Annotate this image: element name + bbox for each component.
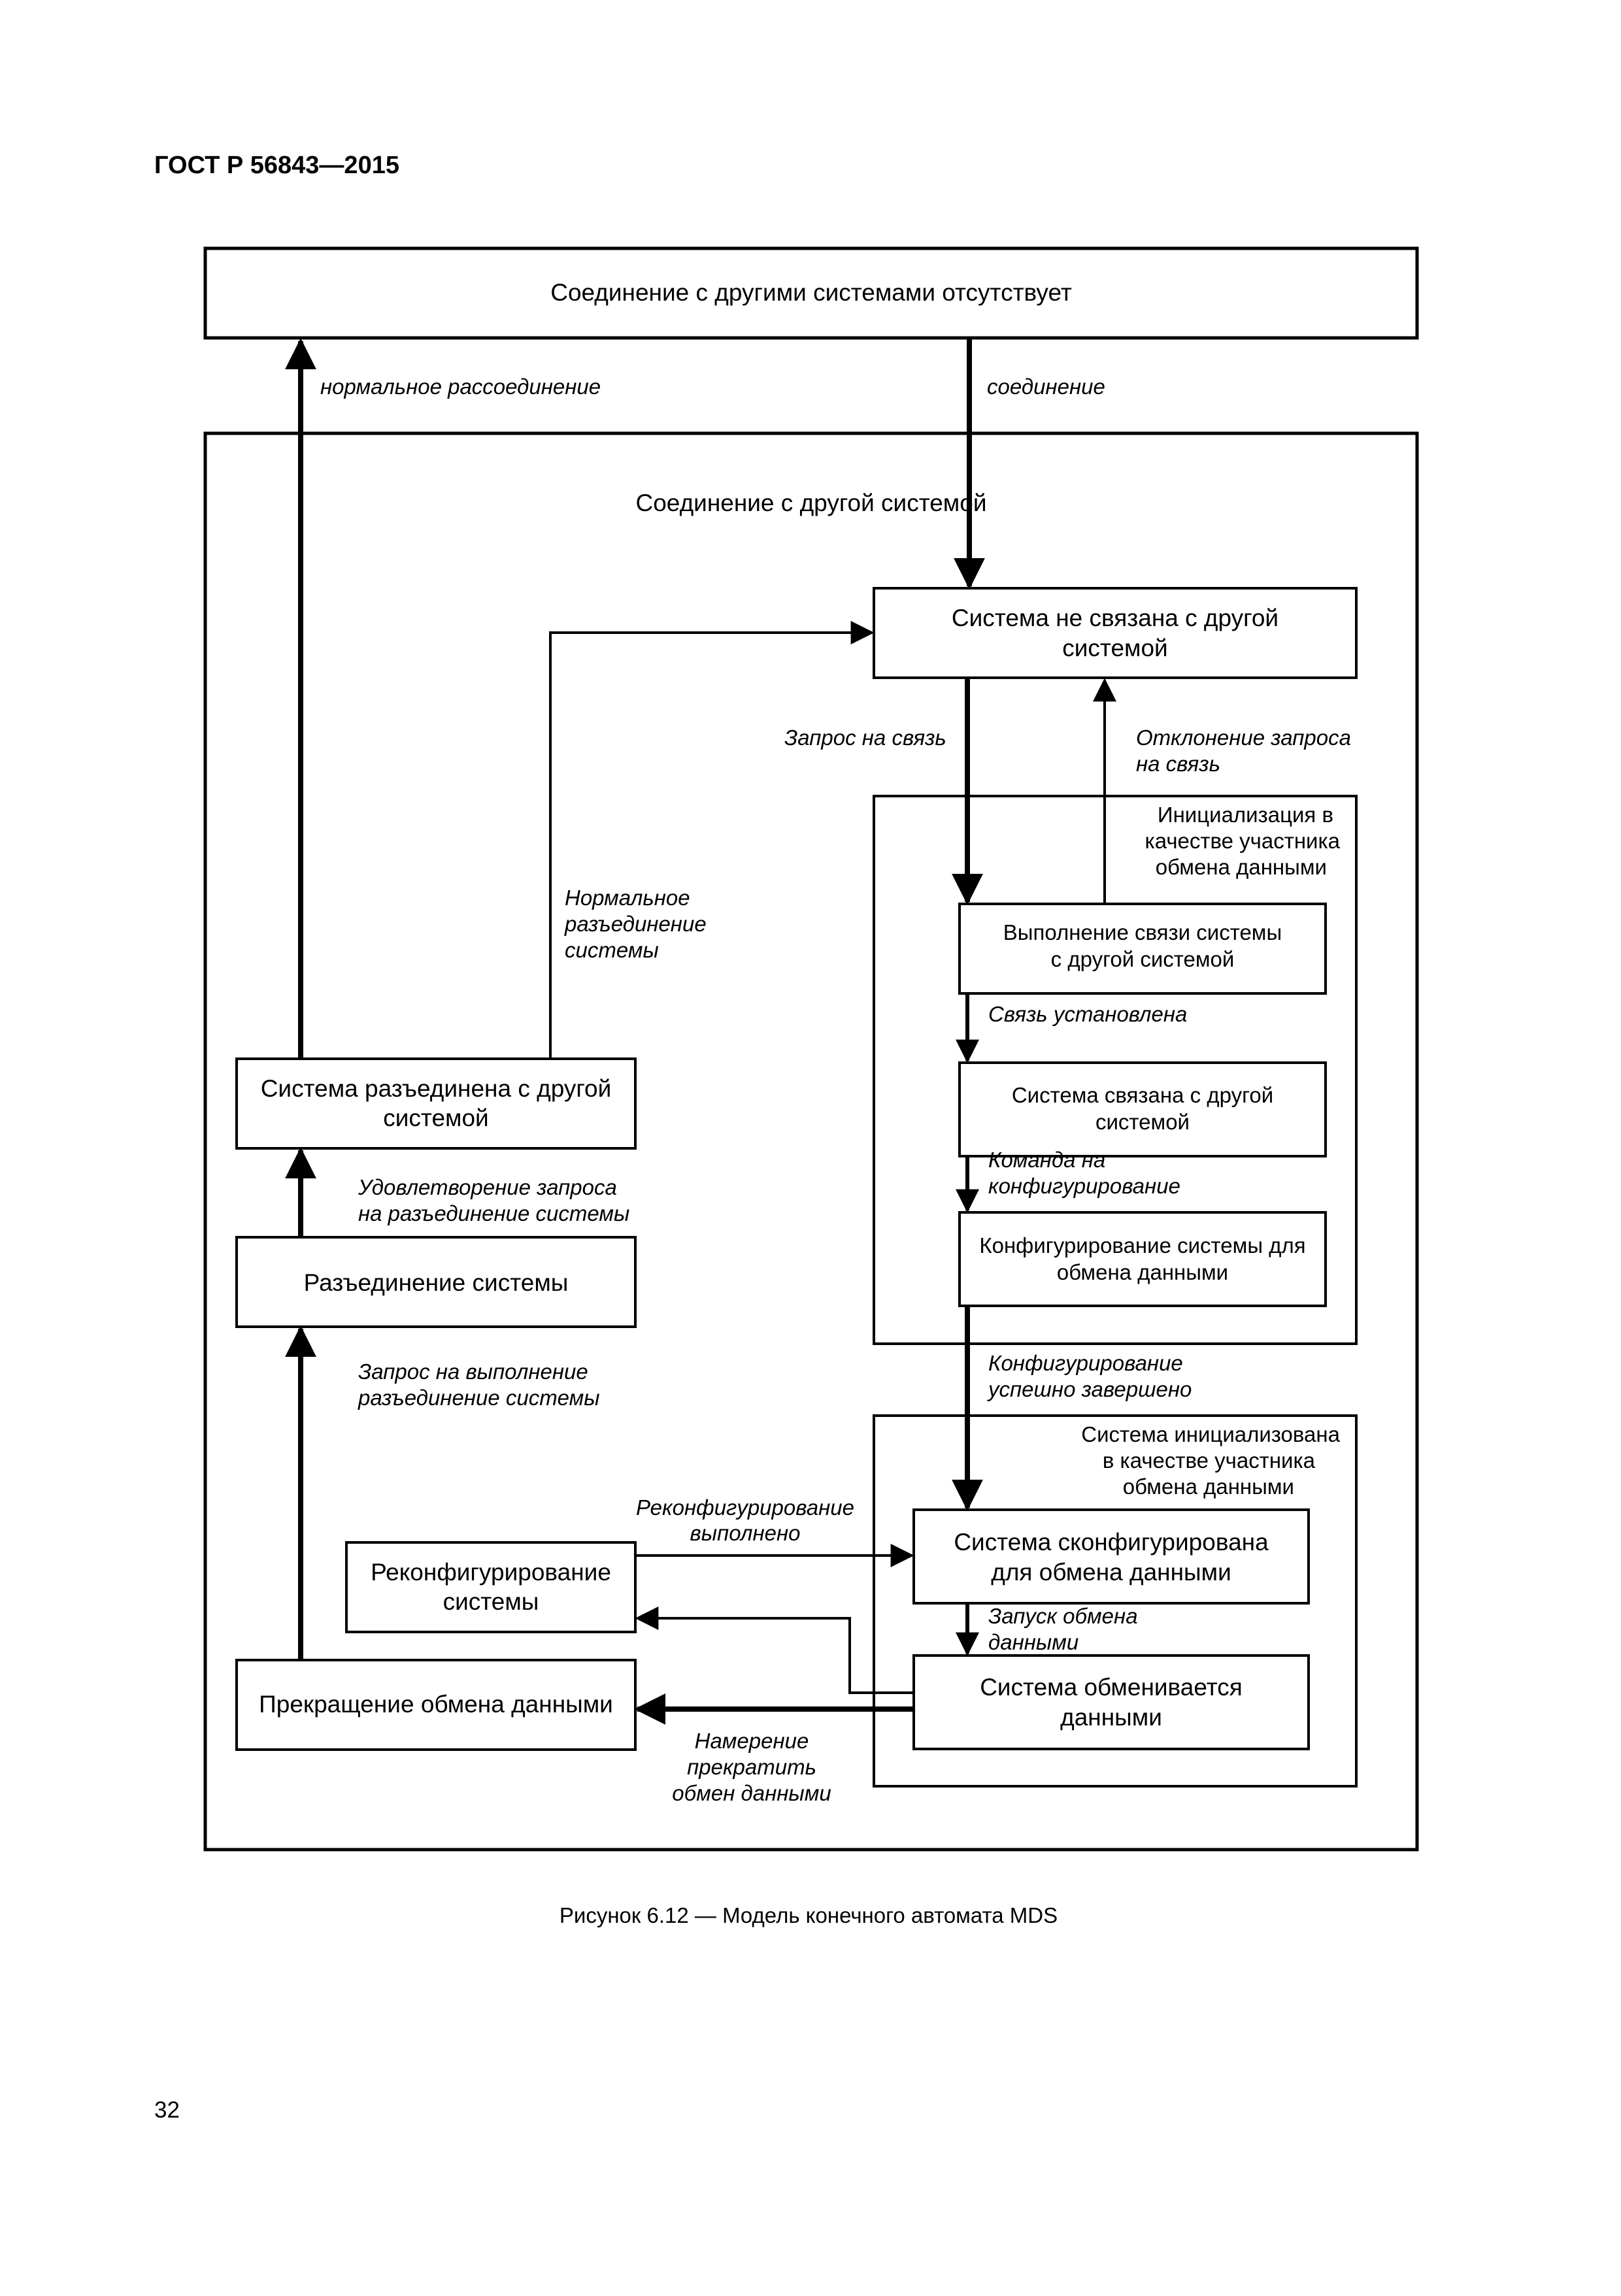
state-not-associated-line2: системой [1062, 635, 1167, 661]
label-connect: соединение [987, 374, 1105, 399]
label-disassoc-granted-1: Удовлетворение запроса [358, 1175, 617, 1199]
group-init-line3: обмена данными [1156, 855, 1327, 879]
label-assoc-established: Связь установлена [988, 1002, 1187, 1026]
group-init-participant: Инициализация в качестве участника обмен… [873, 795, 1358, 1345]
group-initialized-participant: Система инициализована в качестве участн… [873, 1414, 1358, 1788]
label-disassoc-request-2: разъединение системы [358, 1386, 600, 1410]
state-stop-exchange-label: Прекращение обмена данными [259, 1691, 613, 1718]
state-configuring-line2: обмена данными [1057, 1260, 1228, 1284]
group-connected-label: Соединение с другой системой [636, 490, 987, 516]
state-configured-line1: Система сконфигурирована [954, 1529, 1269, 1556]
group-connected: Соединение с другой системой [203, 431, 1419, 1852]
state-not-associated-line1: Система не связана с другой [952, 605, 1278, 631]
state-configuring: Конфигурирование системы для обмена данн… [958, 1211, 1327, 1307]
label-stop-intent-2: прекратить [687, 1755, 816, 1779]
label-config-done-1: Конфигурирование [988, 1351, 1183, 1375]
state-disassociated: Система разъединена с другой системой [235, 1057, 637, 1150]
state-no-connection: Соединение с другими системами отсутству… [203, 246, 1419, 340]
label-reconfig-done-1: Реконфигурирование [636, 1495, 854, 1520]
state-reconfiguring-line1: Реконфигурирование [371, 1559, 611, 1586]
state-associated-line2: системой [1095, 1110, 1190, 1134]
label-stop-intent-1: Намерение [695, 1729, 809, 1753]
state-exchanging: Система обменивается данными [912, 1654, 1310, 1750]
label-normal-disassoc-3: системы [565, 938, 659, 962]
group-init-line2: качестве участника [1145, 829, 1341, 853]
group-initialized-line1: Система инициализована [1081, 1422, 1340, 1446]
state-disassociating: Разъединение системы [235, 1236, 637, 1328]
label-config-done-2: успешно завершено [987, 1377, 1192, 1401]
state-configured: Система сконфигурирована для обмена данн… [912, 1508, 1310, 1605]
state-exchanging-line1: Система обменивается [980, 1674, 1243, 1701]
group-init-line1: Инициализация в [1158, 803, 1333, 827]
group-initialized-line3: обмена данными [1123, 1474, 1294, 1499]
document-id: ГОСТ Р 56843—2015 [154, 152, 399, 179]
arrow-normal-disassociation [549, 621, 875, 1057]
label-reconfig-done-2: выполнено [690, 1521, 801, 1545]
label-exchange-start-2: данными [988, 1630, 1078, 1654]
label-normal-disassoc-1: Нормальное [565, 886, 690, 910]
label-normal-disassoc-2: разъединение [564, 912, 707, 936]
state-associated: Система связана с другой системой [958, 1061, 1327, 1157]
state-configuring-line1: Конфигурирование системы для [979, 1233, 1305, 1257]
state-performing-line1: Выполнение связи системы [1003, 920, 1282, 944]
state-disassociating-label: Разъединение системы [304, 1269, 569, 1296]
group-initialized-line2: в качестве участника [1103, 1448, 1316, 1472]
state-stop-exchange: Прекращение обмена данными [235, 1659, 637, 1751]
arrow-reconfigure [635, 1606, 912, 1694]
label-disassoc-request-1: Запрос на выполнение [358, 1359, 588, 1384]
state-disassociated-line2: системой [383, 1105, 488, 1131]
state-configured-line2: для обмена данными [991, 1559, 1231, 1586]
state-performing-line2: с другой системой [1051, 947, 1235, 971]
state-disassociated-line1: Система разъединена с другой [261, 1075, 612, 1102]
label-config-command-1: Команда на [988, 1148, 1105, 1172]
label-disassoc-granted-2: на разъединение системы [358, 1201, 629, 1225]
label-assoc-reject-2: на связь [1136, 752, 1220, 776]
label-stop-intent-3: обмен данными [672, 1781, 831, 1805]
label-assoc-request: Запрос на связь [784, 725, 946, 750]
state-not-associated: Система не связана с другой системой [873, 587, 1358, 679]
page-number: 32 [154, 2097, 180, 2123]
label-exchange-start-1: Запуск обмена [988, 1604, 1138, 1628]
state-exchanging-line2: данными [1060, 1704, 1162, 1731]
figure-caption: Рисунок 6.12 — Модель конечного автомата… [560, 1903, 1058, 1927]
state-reconfiguring: Реконфигурирование системы [345, 1541, 637, 1633]
state-associated-line1: Система связана с другой [1012, 1083, 1273, 1107]
label-assoc-reject-1: Отклонение запроса [1136, 725, 1351, 750]
label-config-command-2: конфигурирование [988, 1174, 1180, 1198]
state-reconfiguring-line2: системы [443, 1588, 539, 1615]
state-no-connection-label: Соединение с другими системами отсутству… [550, 279, 1072, 306]
state-performing-association: Выполнение связи системы с другой систем… [958, 903, 1327, 995]
label-normal-disconnect: нормальное рассоединение [320, 374, 601, 399]
